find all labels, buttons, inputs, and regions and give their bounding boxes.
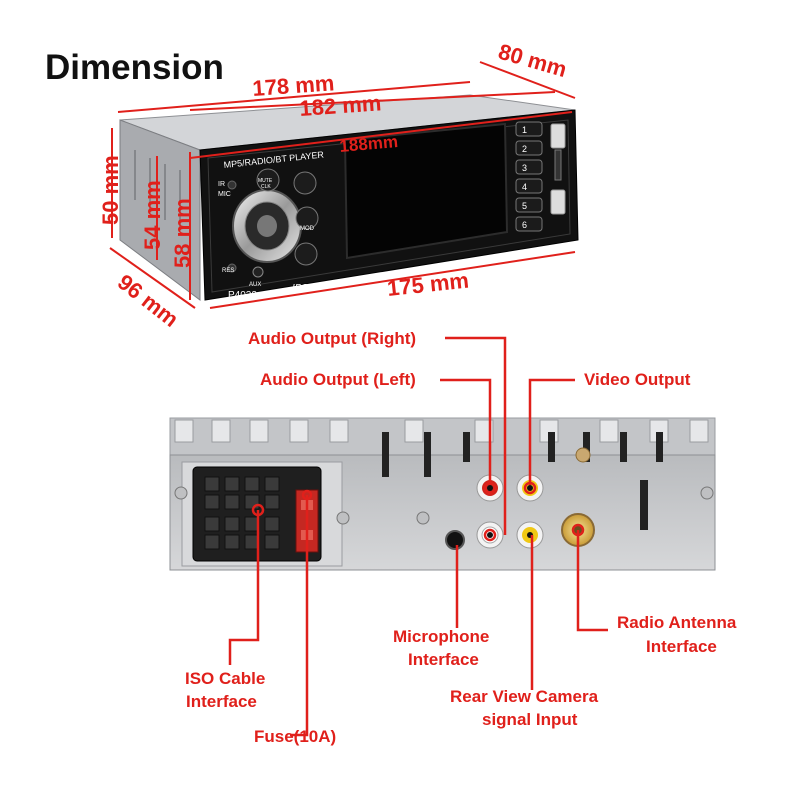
preset-label-6: 6 (522, 220, 527, 230)
screw-icon (336, 511, 350, 525)
label-camera-line2: signal Input (482, 710, 578, 729)
callout-lines (228, 336, 608, 737)
model-label: P4022 (228, 290, 257, 301)
radio-device-3d: MP5/RADIO/BT PLAYER IR MIC MUTE CLK MOD … (119, 94, 579, 301)
dim-height-mid: 54 mm (140, 180, 165, 250)
preset-label-2: 2 (522, 144, 527, 154)
mute-label: MUTE (258, 178, 273, 184)
dim-depth-top: 80 mm (496, 39, 570, 82)
label-audio-left: Audio Output (Left) (260, 370, 416, 389)
chassis-vents (134, 150, 181, 230)
screw-icon (575, 447, 591, 463)
dim-height-left: 50 mm (98, 155, 123, 225)
preset-button-2[interactable] (515, 140, 543, 156)
label-fuse: Fuse(10A) (254, 727, 336, 746)
res-label: RES (222, 268, 234, 274)
mode-button[interactable] (295, 206, 319, 230)
mod-label: MOD (300, 226, 315, 232)
usb-port-top-icon (550, 123, 566, 149)
chassis-side (119, 119, 201, 301)
mic-label: MIC (218, 191, 231, 198)
microphone-jack (445, 530, 465, 550)
label-video-output: Video Output (584, 370, 691, 389)
preset-label-4: 4 (522, 182, 527, 192)
clk-label: CLK (261, 184, 271, 190)
label-camera-line1: Rear View Camera (450, 687, 599, 706)
ir-label: IR (218, 181, 225, 188)
preset-buttons: 1 2 3 4 5 6 (515, 121, 543, 232)
screw-icon (174, 486, 188, 500)
label-mic-line2: Interface (408, 650, 479, 669)
aux-jack-icon (252, 266, 264, 278)
preset-label-3: 3 (522, 163, 527, 173)
preset-label-5: 5 (522, 201, 527, 211)
back-panel (169, 417, 716, 571)
preset-button-5[interactable] (515, 197, 543, 213)
label-audio-right: Audio Output (Right) (248, 329, 416, 348)
preset-button-6[interactable] (515, 216, 543, 232)
label-mic-line1: Microphone (393, 627, 489, 646)
sd-slot-icon (554, 149, 562, 181)
lcd-screen (343, 122, 509, 260)
preset-button-1[interactable] (515, 121, 543, 137)
reset-hole-icon (227, 263, 237, 273)
dim-height-front: 58 mm (170, 198, 195, 268)
label-antenna-line2: Interface (646, 637, 717, 656)
usb-port-bottom-icon (550, 189, 566, 215)
screw-icon (416, 511, 430, 525)
dim-width-bottom: 175 mm (386, 268, 470, 301)
label-iso-line2: Interface (186, 692, 257, 711)
label-antenna-line1: Radio Antenna (617, 613, 737, 632)
chassis-slots (382, 432, 663, 530)
aux-label: AUX (249, 282, 261, 288)
dimension-lines (109, 61, 576, 309)
mute-button[interactable] (256, 168, 280, 192)
screw-icon (700, 486, 714, 500)
ir-sensor-icon (227, 180, 237, 190)
preset-label-1: 1 (522, 125, 527, 135)
preset-button-4[interactable] (515, 178, 543, 194)
label-iso-line1: ISO Cable (185, 669, 265, 688)
screen-label: IPS LCD (292, 283, 331, 294)
dim-width-mid: 182 mm (299, 90, 382, 121)
preset-button-3[interactable] (515, 159, 543, 175)
back-button[interactable] (293, 171, 317, 195)
dim-width-top: 178 mm (252, 70, 335, 101)
page-title: Dimension (45, 48, 224, 87)
next-button[interactable] (294, 242, 318, 266)
